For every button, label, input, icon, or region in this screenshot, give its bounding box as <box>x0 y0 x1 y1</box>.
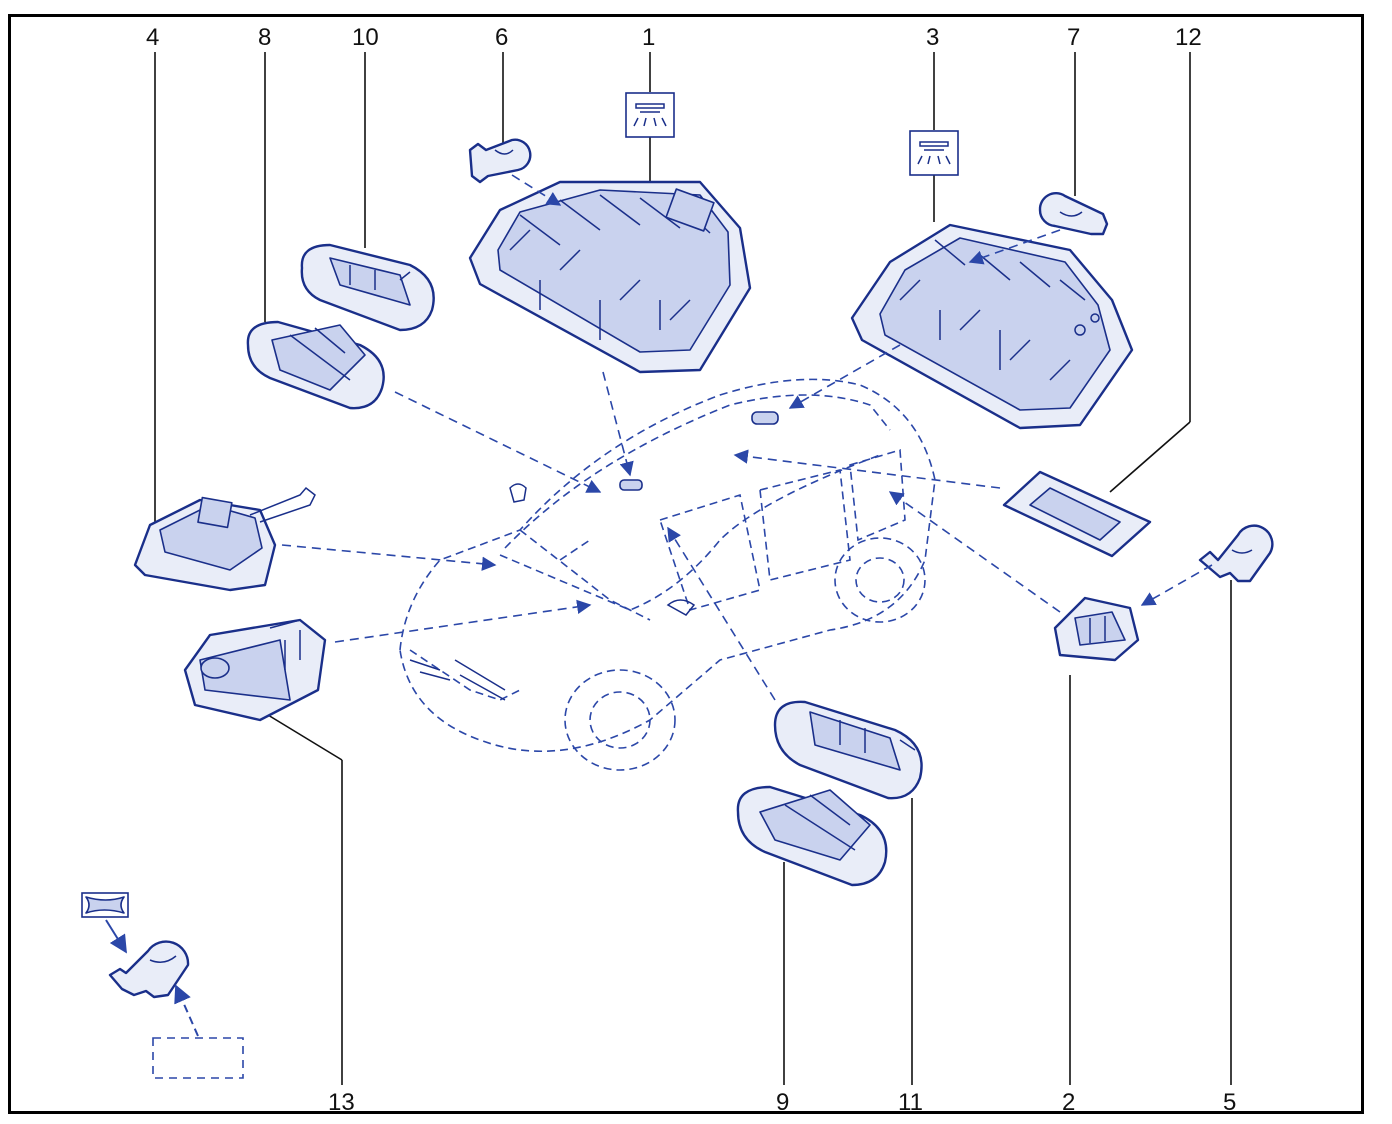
svg-text:6: 6 <box>495 24 508 51</box>
label-13: 13 <box>267 714 355 1116</box>
bulb-icon <box>468 138 532 184</box>
svg-text:9: 9 <box>776 1089 789 1116</box>
label-11: 11 <box>898 798 923 1116</box>
svg-text:2: 2 <box>1062 1089 1075 1116</box>
label-12: 12 <box>1109 24 1202 493</box>
wedge-bulb-icon <box>108 940 190 999</box>
label-3: 3 <box>926 24 939 222</box>
svg-text:7: 7 <box>1067 24 1080 51</box>
label-2: 2 <box>1062 675 1075 1116</box>
front-roof-console <box>468 180 752 374</box>
door-lamp <box>1053 596 1140 662</box>
roof-lamp-lens <box>1002 470 1152 558</box>
bulb-icon <box>1198 524 1274 583</box>
diagram-frame <box>8 14 1364 1114</box>
svg-text:5: 5 <box>1223 1089 1236 1116</box>
svg-text:3: 3 <box>926 24 939 51</box>
vanity-lamp-11 <box>773 700 923 800</box>
bulb-icon <box>1038 192 1109 236</box>
vanity-lamp-9 <box>736 785 888 887</box>
svg-text:10: 10 <box>352 24 379 51</box>
vanity-lamp-10 <box>300 243 435 332</box>
connection-arrows <box>281 174 1213 701</box>
legend <box>81 892 244 1079</box>
label-5: 5 <box>1223 580 1236 1116</box>
label-10: 10 <box>352 24 379 248</box>
label-7: 7 <box>1067 24 1080 196</box>
svg-text:4: 4 <box>146 24 159 51</box>
boot-lamp <box>183 618 327 722</box>
label-4: 4 <box>146 24 159 522</box>
svg-text:12: 12 <box>1175 24 1202 51</box>
svg-text:1: 1 <box>642 24 655 51</box>
svg-text:13: 13 <box>328 1089 355 1116</box>
vanity-lamp-8 <box>246 320 385 410</box>
svg-text:8: 8 <box>258 24 271 51</box>
label-8: 8 <box>258 24 271 322</box>
rear-roof-console <box>850 223 1134 430</box>
label-9: 9 <box>776 862 789 1116</box>
car-outline <box>399 378 936 771</box>
glovebox-lamp <box>133 486 316 592</box>
svg-text:11: 11 <box>898 1089 923 1116</box>
dome-light-icon <box>909 130 959 176</box>
label-6: 6 <box>495 24 508 148</box>
dome-light-icon <box>625 92 675 138</box>
